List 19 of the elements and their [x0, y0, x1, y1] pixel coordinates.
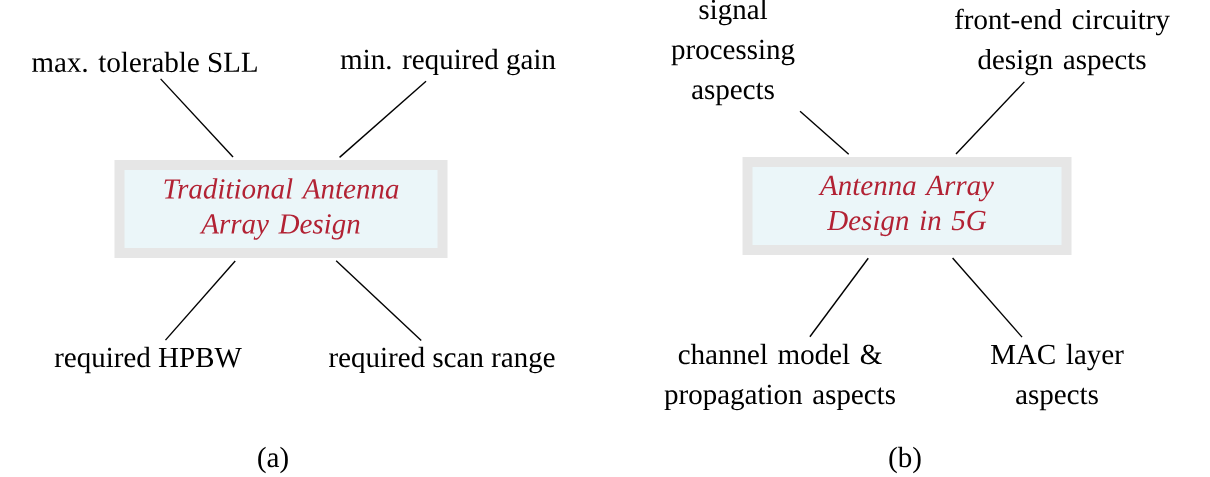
topic-box: Antenna Array Design in 5G — [742, 157, 1072, 255]
aspect-label: channel model & propagation aspects — [664, 343, 895, 411]
panel-label: (a) — [258, 446, 288, 474]
aspect-label: front-end circuitry design aspects — [955, 8, 1170, 76]
panel-label: (b) — [889, 446, 921, 474]
connector-line — [809, 257, 869, 338]
connector-line — [799, 110, 850, 156]
aspect-label: max. tolerable SLL — [32, 51, 257, 73]
aspect-label: required scan range — [329, 346, 555, 374]
aspect-label: MAC layer aspects — [991, 343, 1124, 411]
aspect-label: required HPBW — [54, 346, 242, 374]
connector-line — [338, 80, 427, 159]
connector-line — [335, 260, 422, 342]
aspect-label: min. required gain — [340, 48, 556, 76]
connector-line — [159, 78, 234, 158]
topic-box: Traditional Antenna Array Design — [114, 160, 448, 258]
connector-line — [164, 260, 236, 341]
connector-line — [951, 257, 1023, 338]
connector-line — [955, 81, 1026, 155]
